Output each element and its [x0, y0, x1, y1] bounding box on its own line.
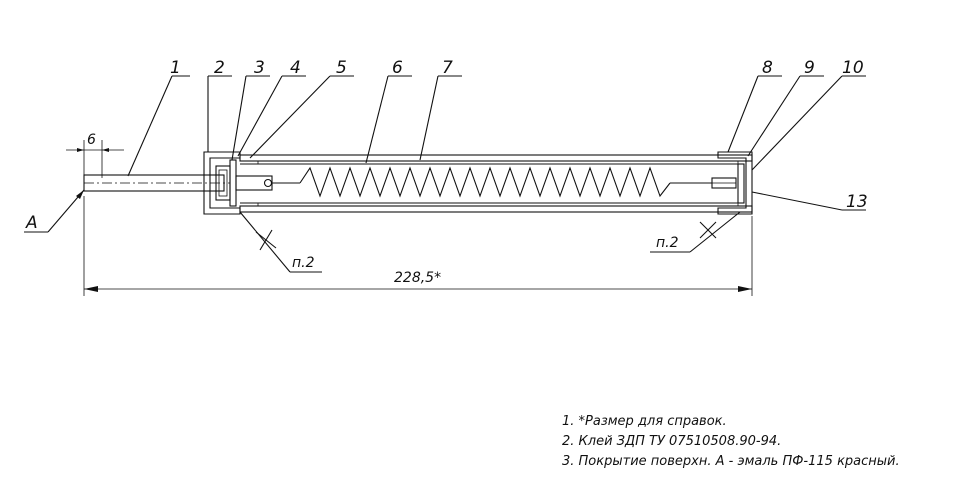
- callout-8: 8: [762, 58, 773, 78]
- spring: [299, 166, 671, 198]
- surface-a-label: A: [25, 213, 38, 233]
- callout-2: 2: [214, 58, 225, 78]
- callout-numbers: 1 2 3 4 5 6 7 8 9 10 13: [170, 58, 868, 212]
- callout-3: 3: [254, 58, 265, 78]
- glue-mark-right: п.2: [650, 211, 741, 253]
- glue-mark-left: п.2: [239, 211, 322, 273]
- note-3: 3. Покрытие поверхн. А - эмаль ПФ-115 кр…: [562, 454, 900, 469]
- left-end-cap: [203, 151, 300, 215]
- callout-1: 1: [170, 58, 181, 78]
- glue-label-right: п.2: [656, 235, 679, 251]
- callout-5: 5: [336, 58, 347, 78]
- dimension-total: 228,5*: [83, 196, 753, 296]
- note-2: 2. Клей ЗДП ТУ 07510508.90-94.: [562, 434, 782, 449]
- glue-label-left: п.2: [292, 255, 315, 271]
- rod: [83, 174, 230, 192]
- notes-block: 1. *Размер для справок. 2. Клей ЗДП ТУ 0…: [562, 412, 962, 472]
- callout-7: 7: [442, 58, 453, 78]
- leader-lines: [127, 75, 866, 211]
- callout-13: 13: [846, 192, 868, 212]
- callout-4: 4: [290, 58, 301, 78]
- callout-10: 10: [842, 58, 864, 78]
- surface-a-leader: A: [24, 189, 85, 233]
- dimension-end: 6: [66, 132, 124, 178]
- callout-6: 6: [392, 58, 403, 78]
- right-end-cap: [670, 151, 753, 215]
- dimension-total-value: 228,5*: [394, 270, 441, 286]
- callout-9: 9: [804, 58, 815, 78]
- dimension-end-value: 6: [87, 132, 96, 148]
- note-1: 1. *Размер для справок.: [562, 414, 727, 429]
